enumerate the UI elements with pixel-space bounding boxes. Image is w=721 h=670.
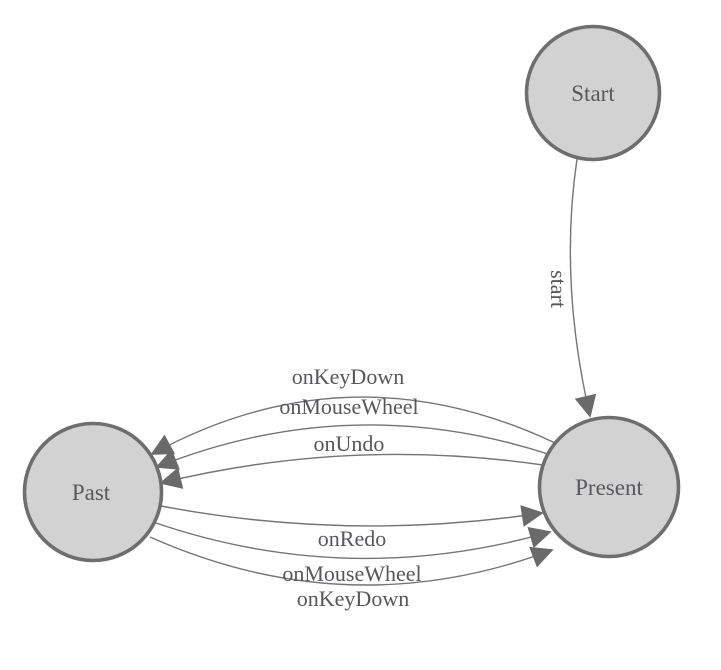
- state-node-past-circle[interactable]: [22, 421, 164, 563]
- transition-label-onkeydown-lower: onKeyDown: [297, 586, 409, 611]
- transition-edge-past-to-present-keydown[interactable]: [149, 536, 554, 586]
- state-node-start-label: Start: [571, 81, 615, 106]
- state-node-present-circle[interactable]: [537, 415, 681, 559]
- state-node-past[interactable]: Past: [22, 421, 164, 563]
- transition-edges: [149, 158, 597, 586]
- transition-label-onkeydown-upper: onKeyDown: [292, 364, 404, 389]
- transition-label-start: start: [546, 270, 571, 308]
- transition-labels: start onKeyDown onMouseWheel onUndo onRe…: [279, 270, 571, 611]
- state-node-start[interactable]: Start: [524, 24, 662, 162]
- transition-edge-past-to-present-mousewheel[interactable]: [155, 522, 552, 560]
- transition-label-onmousewheel-upper: onMouseWheel: [279, 394, 418, 419]
- transition-edge-present-to-past-undo[interactable]: [159, 453, 544, 489]
- state-node-start-circle[interactable]: [524, 24, 662, 162]
- state-node-present[interactable]: Present: [537, 415, 681, 559]
- transition-label-onmousewheel-lower: onMouseWheel: [282, 561, 421, 586]
- transition-edge-start-to-present[interactable]: [569, 158, 597, 418]
- transition-edge-present-to-past-keydown[interactable]: [150, 396, 556, 455]
- transition-label-onredo: onRedo: [318, 526, 386, 551]
- transition-edge-present-to-past-mousewheel[interactable]: [155, 424, 549, 470]
- transition-edge-past-to-present-redo[interactable]: [160, 505, 544, 527]
- transition-label-onundo: onUndo: [314, 431, 385, 456]
- state-node-past-label: Past: [72, 480, 111, 505]
- state-node-present-label: Present: [575, 475, 643, 500]
